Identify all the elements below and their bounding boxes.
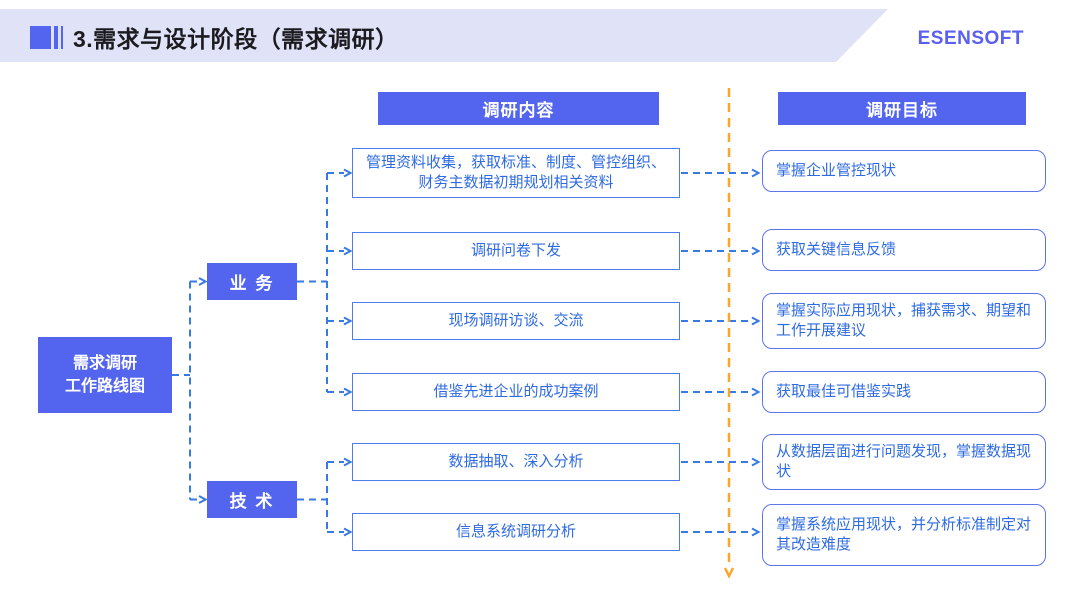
content-box-6: 信息系统调研分析	[352, 513, 680, 551]
content-box-4: 借鉴先进企业的成功案例	[352, 373, 680, 411]
title-block: 3.需求与设计阶段（需求调研）	[30, 20, 399, 54]
target-box-3: 掌握实际应用现状，捕获需求、期望和工作开展建议	[762, 293, 1046, 349]
target-box-1: 掌握企业管控现状	[762, 150, 1046, 192]
brand-logo: ESENSOFT	[917, 28, 1024, 49]
content-box-5: 数据抽取、深入分析	[352, 443, 680, 481]
column-header-content: 调研内容	[378, 92, 659, 125]
title-marker-icon	[30, 25, 63, 49]
root-box: 需求调研 工作路线图	[38, 337, 172, 413]
page-title: 3.需求与设计阶段（需求调研）	[73, 26, 399, 52]
header-band	[0, 9, 888, 62]
root-label-line2: 工作路线图	[64, 378, 145, 395]
branch-box-business: 业 务	[207, 263, 297, 300]
root-label-line1: 需求调研	[72, 354, 137, 372]
target-box-5: 从数据层面进行问题发现，掌握数据现状	[762, 434, 1046, 490]
content-box-3: 现场调研访谈、交流	[352, 302, 680, 340]
content-box-2: 调研问卷下发	[352, 232, 680, 270]
content-box-1: 管理资料收集，获取标准、制度、管控组织、财务主数据初期规划相关资料	[352, 148, 680, 198]
target-box-2: 获取关键信息反馈	[762, 229, 1046, 271]
target-box-6: 掌握系统应用现状，并分析标准制定对其改造难度	[762, 504, 1046, 566]
target-box-4: 获取最佳可借鉴实践	[762, 371, 1046, 413]
column-header-target: 调研目标	[778, 92, 1026, 125]
branch-box-technology: 技 术	[207, 481, 297, 518]
